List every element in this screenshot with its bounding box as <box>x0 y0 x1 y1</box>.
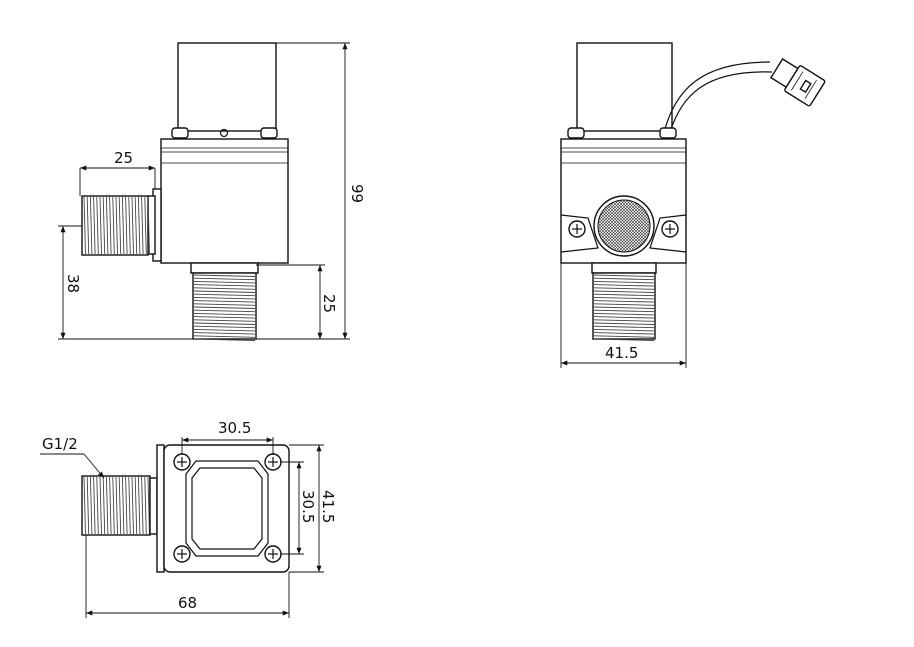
bottom-inner-recess <box>191 467 263 550</box>
side-valve-body <box>160 138 289 264</box>
side-screw-left <box>171 127 189 139</box>
dim-bottom-hole-spacing-x: 30.5 <box>218 419 251 437</box>
bottom-view: G1/2 30.5 30.5 41.5 68 <box>40 419 337 618</box>
bottom-outer-recess <box>185 460 269 557</box>
front-outlet-collar <box>591 262 657 274</box>
side-view: 25 99 25 38 <box>58 42 366 341</box>
front-coil-housing <box>576 42 673 132</box>
dim-bottom-flange-height: 41.5 <box>319 490 337 523</box>
side-inlet-thread-lines <box>83 196 150 255</box>
front-outlet-thread <box>592 272 656 340</box>
dim-side-thread-length: 25 <box>114 149 133 167</box>
dim-side-outlet-length: 25 <box>320 294 338 313</box>
front-cable-connector <box>769 58 826 107</box>
side-outlet-thread <box>192 272 257 340</box>
side-vent-hole <box>219 128 229 138</box>
front-view: 41.5 <box>560 42 826 368</box>
dim-side-inlet-height: 38 <box>64 274 82 293</box>
dim-bottom-hole-spacing-y: 30.5 <box>299 490 317 523</box>
side-inlet-thread <box>81 195 149 256</box>
dim-front-width: 41.5 <box>605 344 638 362</box>
bottom-inlet-nut <box>149 477 158 535</box>
bottom-flange-edge <box>156 444 165 573</box>
bottom-square-flange <box>163 444 290 573</box>
front-outlet-thread-lines <box>593 274 655 341</box>
front-screw-right <box>659 127 677 139</box>
side-outlet-collar <box>190 262 259 274</box>
side-screw-right <box>260 127 278 139</box>
dim-bottom-overall-length: 68 <box>178 594 197 612</box>
front-inlet-filter-mesh <box>597 199 651 253</box>
bottom-inlet-thread-lines <box>83 476 150 535</box>
dim-side-total-height: 99 <box>348 184 366 203</box>
bottom-corner-screws <box>173 453 282 563</box>
side-coil-housing <box>177 42 277 132</box>
side-outlet-thread-lines <box>193 274 256 341</box>
front-screw-left <box>567 127 585 139</box>
thread-spec-label: G1/2 <box>42 435 78 453</box>
